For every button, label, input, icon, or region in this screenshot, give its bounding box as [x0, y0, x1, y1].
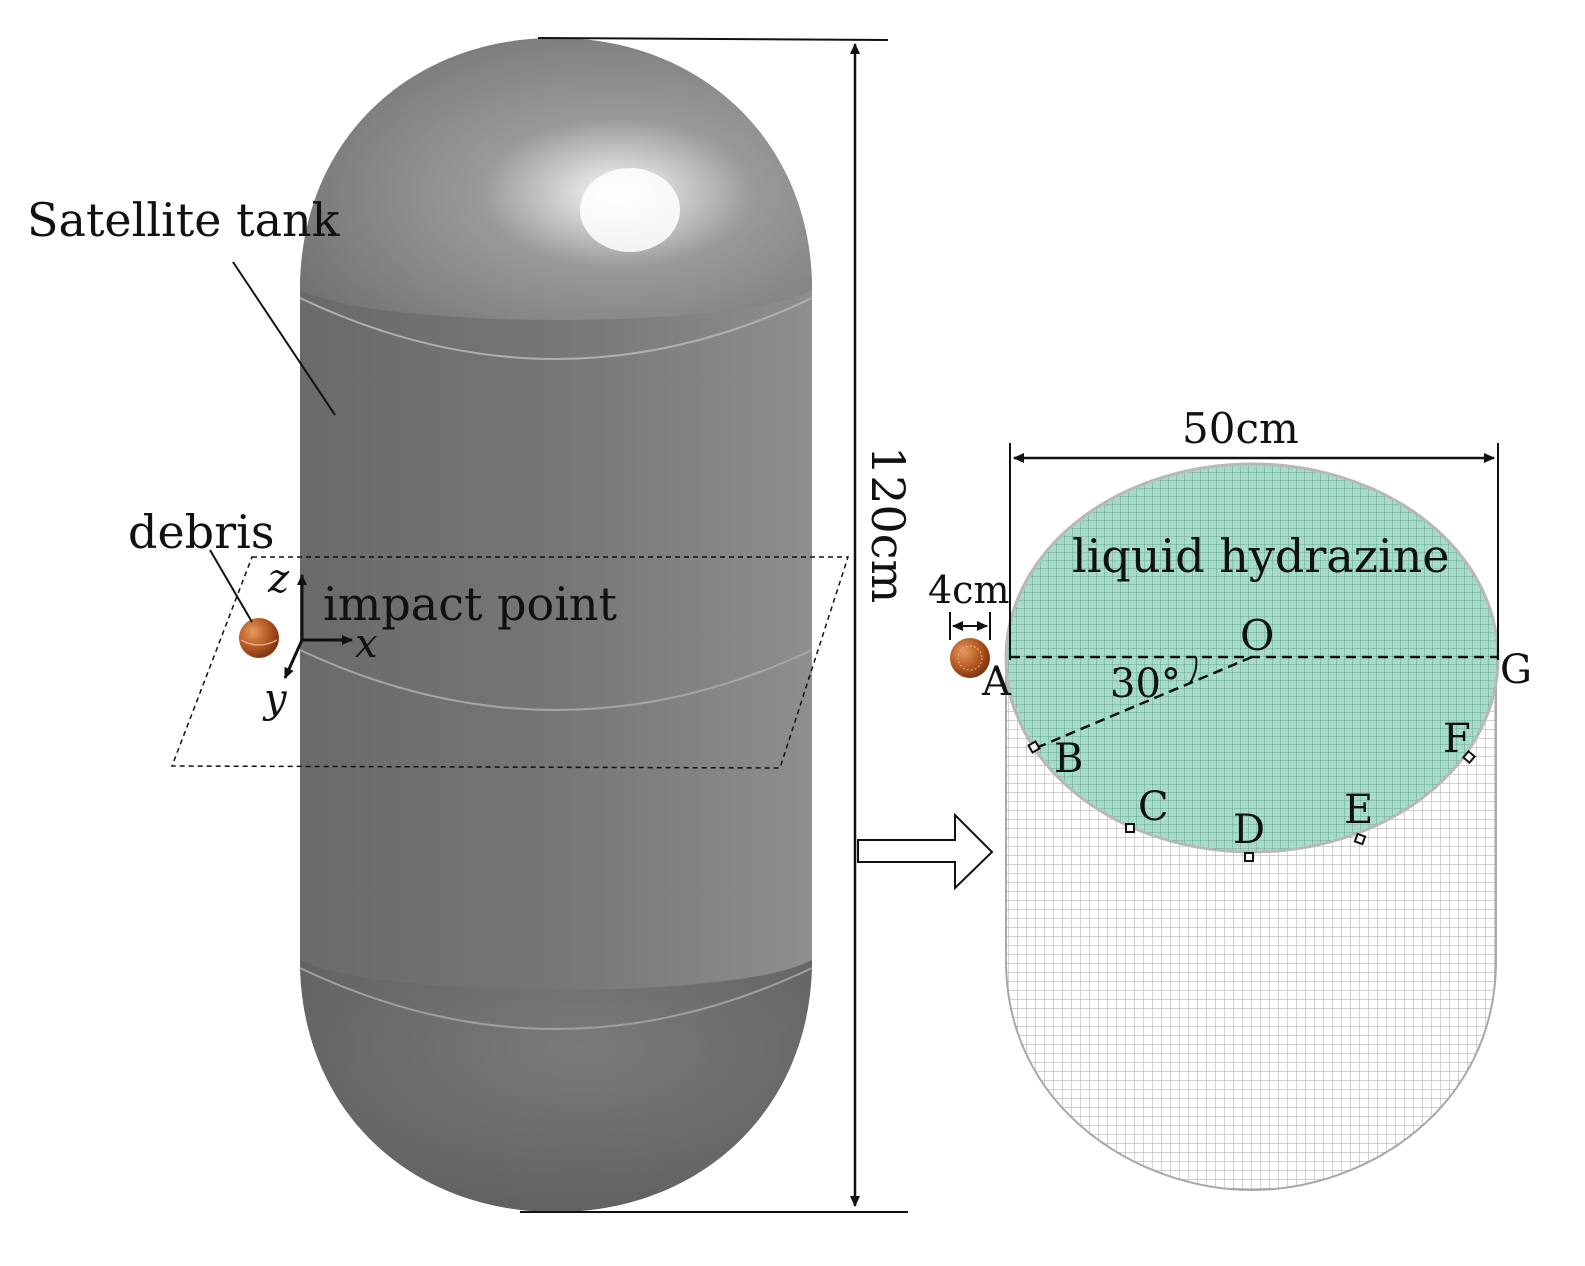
height-dimension [520, 37, 908, 1213]
marker-B [1027, 740, 1041, 754]
tank-top-dome [300, 38, 812, 320]
satellite-tank-solid [299, 38, 813, 1212]
marker-D [1244, 852, 1254, 862]
label-point-C: C [1138, 784, 1169, 830]
label-satellite-tank: Satellite tank [27, 193, 341, 247]
label-impact-point: impact point [323, 577, 618, 631]
debris-size-dimension [949, 612, 991, 640]
label-point-G: G [1500, 647, 1532, 693]
label-point-B: B [1054, 736, 1083, 782]
label-axis-z: z [267, 556, 290, 602]
label-axis-x: x [355, 621, 378, 667]
tank-body [300, 38, 812, 1212]
tank-seam-bottom [299, 967, 813, 1030]
label-liquid-hydrazine: liquid hydrazine [1072, 529, 1450, 583]
label-point-E: E [1344, 787, 1373, 833]
marker-F [1461, 749, 1477, 765]
label-debris-size: 4cm [928, 568, 1010, 612]
label-height: 120cm [861, 446, 915, 603]
diameter-dimension [1009, 443, 1499, 660]
label-point-A: A [981, 659, 1012, 705]
label-axis-y: y [262, 676, 288, 722]
angle-arc [1189, 656, 1198, 684]
label-angle: 30° [1110, 661, 1181, 707]
tank-seam-middle [299, 649, 813, 711]
label-point-D: D [1233, 807, 1265, 853]
measurement-point-markers [1027, 740, 1477, 862]
coordinate-axes [283, 574, 353, 679]
transition-arrow [857, 812, 994, 891]
label-point-O: O [1240, 611, 1274, 660]
debris-sphere-right [950, 638, 990, 678]
label-diameter: 50cm [1182, 404, 1299, 453]
marker-C [1125, 823, 1135, 833]
debris-sphere-left [239, 618, 279, 658]
tank-seam-top [299, 297, 813, 360]
impact-plane [170, 556, 850, 769]
debris-leader-line [209, 549, 253, 623]
label-point-F: F [1443, 716, 1471, 762]
satellite-tank-leader-line [232, 261, 336, 416]
radius-line-OB [1035, 655, 1253, 750]
tank-bottom-dome [300, 960, 812, 1212]
label-debris: debris [128, 505, 274, 559]
marker-E [1353, 832, 1367, 846]
tank-highlight [580, 168, 680, 252]
